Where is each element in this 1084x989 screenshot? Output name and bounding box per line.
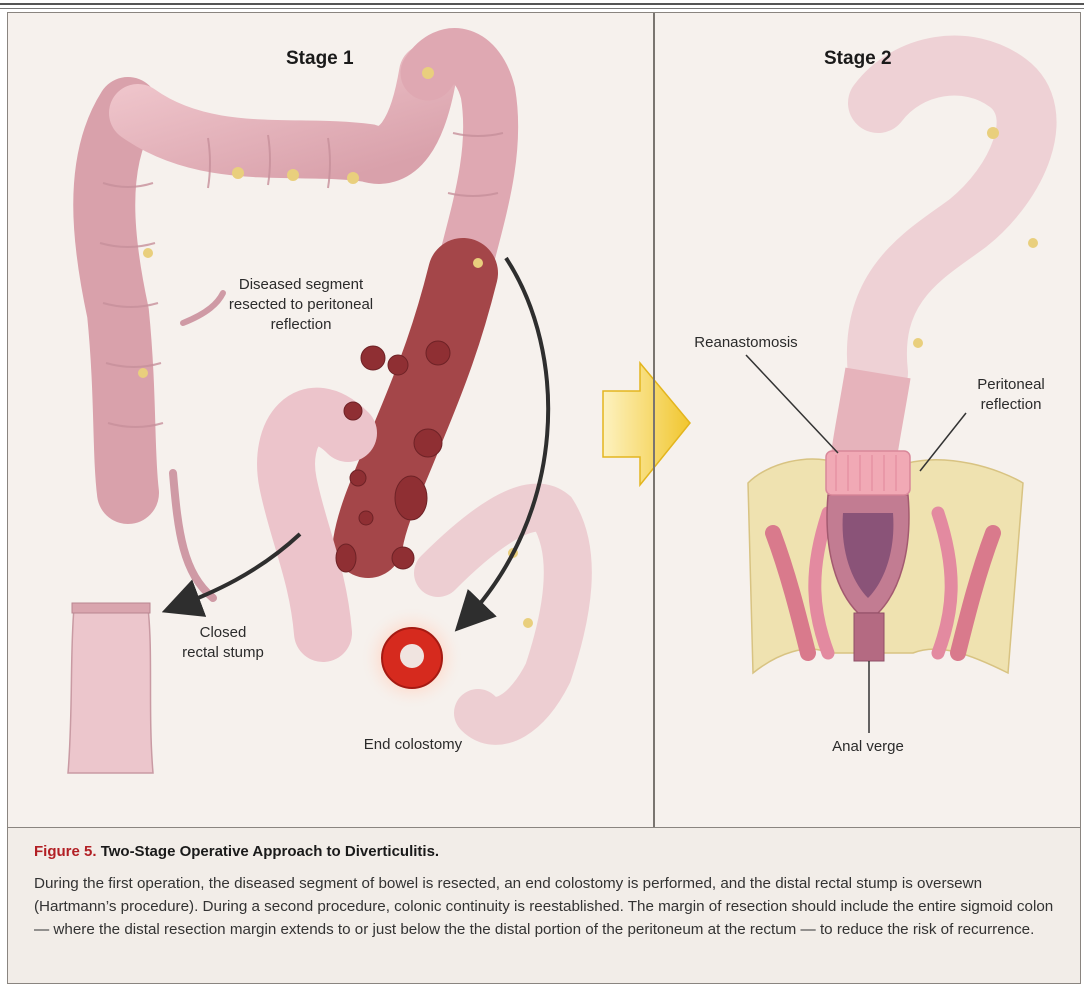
closed-rectal-stump-illustration [68, 603, 153, 773]
caption-heading: Figure 5. Two-Stage Operative Approach t… [34, 842, 1058, 862]
label-peritoneal-reflection: Peritoneal reflection [956, 375, 1066, 415]
illustration-frame: Stage 1 Stage 2 Diseased segment resecte… [7, 12, 1081, 828]
label-closed-rectal-stump: Closed rectal stump [173, 623, 273, 663]
caption-body: During the first operation, the diseased… [34, 872, 1058, 941]
end-colostomy-stoma [360, 606, 464, 710]
top-rule-thin [0, 8, 1084, 9]
figure-caption: Figure 5. Two-Stage Operative Approach t… [7, 828, 1081, 984]
label-diseased-segment: Diseased segment resected to peritoneal … [201, 275, 401, 335]
stage2-anatomy [748, 66, 1038, 673]
stage2-title: Stage 2 [824, 48, 892, 70]
panel-divider [653, 13, 655, 828]
label-anal-verge: Anal verge [813, 737, 923, 757]
label-reanastomosis: Reanastomosis [676, 333, 816, 353]
stage-transition-arrow [603, 363, 690, 485]
stage1-title: Stage 1 [286, 48, 354, 70]
stage1-colon [100, 56, 568, 721]
top-rule [0, 3, 1084, 5]
surgical-illustration [8, 13, 1081, 828]
label-end-colostomy: End colostomy [343, 735, 483, 755]
figure-number: Figure 5. [34, 843, 97, 860]
figure-title: Two-Stage Operative Approach to Divertic… [101, 843, 439, 860]
